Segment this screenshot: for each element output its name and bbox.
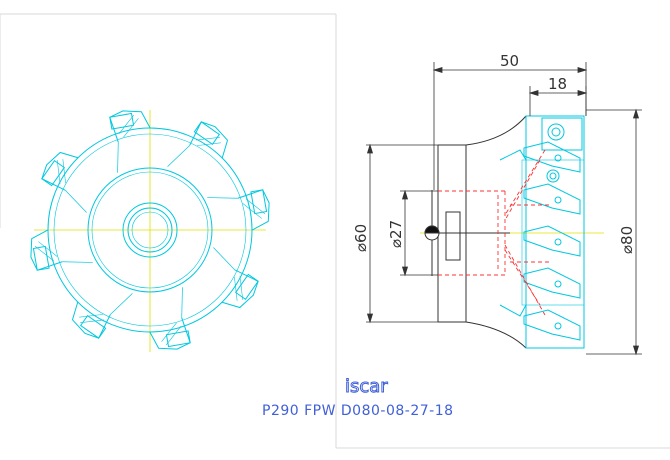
side-insert [523, 225, 581, 257]
dim-label-bore-diameter: ⌀27 [387, 220, 405, 248]
dim-label-hub-diameter: ⌀60 [352, 224, 370, 252]
dim-label-flange-length: 18 [548, 75, 567, 93]
side-insert [523, 267, 581, 299]
front-centerlines [34, 110, 266, 352]
insert-screw [554, 280, 562, 288]
cutter-teeth [30, 110, 270, 350]
side-insert [523, 309, 581, 341]
cutter-tooth [149, 287, 191, 350]
insert-screw [554, 238, 562, 246]
side-inserts [523, 141, 581, 341]
front-view [30, 110, 270, 352]
cutter-tooth [167, 121, 229, 167]
cutter-tooth [109, 110, 151, 173]
cutter-tooth [30, 229, 93, 271]
dim-label-cutting-diameter: ⌀80 [618, 226, 636, 254]
dimension-18 [528, 86, 588, 116]
cutter-tooth [207, 189, 270, 231]
hidden-lines [438, 149, 550, 316]
side-view: 50 18 ⌀60 ⌀27 [352, 52, 642, 356]
hub-body [424, 115, 527, 349]
insert-screw [554, 196, 562, 204]
dimension-27 [400, 189, 438, 277]
dimension-80 [586, 108, 642, 356]
cutter-tooth [71, 293, 133, 339]
insert-screw [554, 154, 562, 162]
insert-screw [554, 322, 562, 330]
dimension-60 [366, 143, 438, 324]
cutter-head [499, 115, 585, 349]
tool-designation-caption: P290 FPW D080-08-27-18 [262, 403, 454, 419]
side-insert [523, 183, 581, 215]
dim-label-overall-length: 50 [500, 52, 519, 70]
top-insert-screw [541, 117, 583, 183]
brand-logo: iscar [345, 376, 388, 397]
side-insert [523, 141, 581, 173]
frame-lines [0, 13, 670, 449]
cutter-tooth [41, 151, 87, 213]
cutter-tooth [213, 247, 259, 309]
